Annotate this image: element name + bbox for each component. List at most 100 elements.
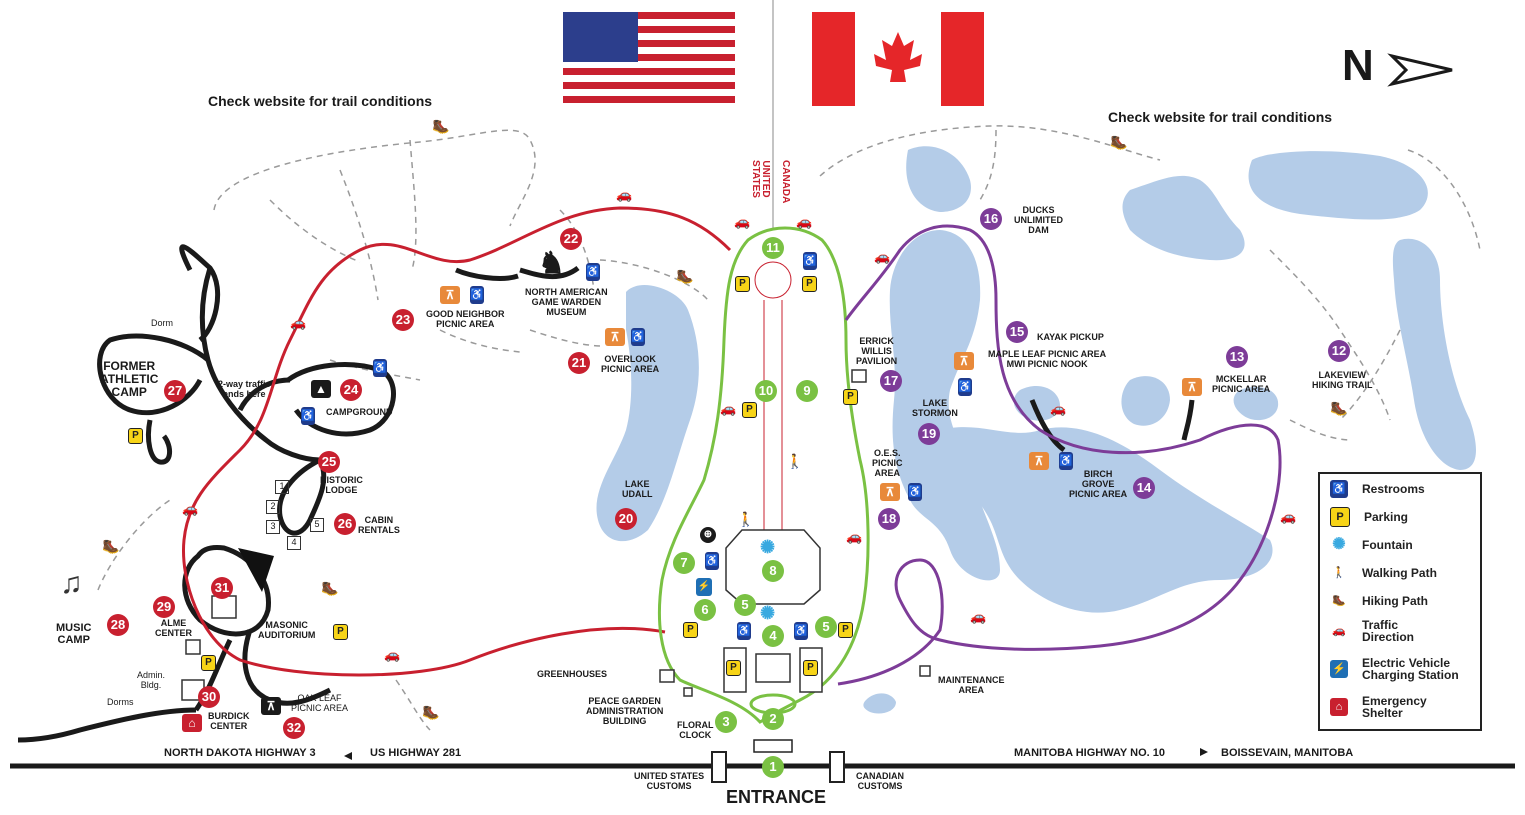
label-ducks: DUCKS UNLIMITED DAM: [1014, 205, 1063, 235]
label-game-warden: NORTH AMERICAN GAME WARDEN MUSEUM: [525, 287, 608, 317]
green-route: [657, 226, 870, 724]
label-music-camp: MUSIC CAMP: [56, 622, 92, 646]
label-greenhouses: GREENHOUSES: [537, 669, 608, 679]
shelter-icon: ⌂: [182, 714, 202, 732]
hiking-trails: [97, 125, 1481, 731]
legend-emergency-shelter: ⌂ Emergency Shelter: [1330, 694, 1427, 720]
restroom-icon: ♿: [737, 622, 751, 640]
pin-30[interactable]: 30: [198, 686, 220, 708]
pin-23[interactable]: 23: [392, 309, 414, 331]
label-masonic: MASONIC AUDITORIUM: [258, 620, 316, 640]
pin-3[interactable]: 3: [715, 711, 737, 733]
parking-icon: P: [683, 622, 698, 638]
car-icon: 🚗: [970, 609, 987, 624]
pin-5a[interactable]: 5: [734, 594, 756, 616]
music-notes-icon: ♫: [60, 567, 83, 600]
pin-4[interactable]: 4: [762, 625, 784, 647]
restroom-icon: ♿: [631, 328, 645, 346]
lake-udall: [596, 285, 699, 542]
cabin-2: 2: [266, 500, 280, 514]
pin-20[interactable]: 20: [615, 508, 637, 530]
car-icon: 🚗: [290, 315, 307, 330]
legend-hiking-path: 🥾 Hiking Path: [1330, 588, 1428, 614]
parking-icon: P: [333, 624, 348, 640]
purple-route: [837, 224, 1282, 686]
pin-32[interactable]: 32: [283, 717, 305, 739]
label-admin-bldg: Admin. Bldg.: [137, 670, 166, 690]
picnic-icon: ⊼: [1029, 452, 1049, 470]
pin-18[interactable]: 18: [878, 508, 900, 530]
label-maintenance: MAINTENANCE AREA: [938, 675, 1005, 695]
parking-icon: P: [128, 428, 143, 444]
pin-5b[interactable]: 5: [815, 616, 837, 638]
hiking-path-icon: 🥾: [1110, 134, 1128, 150]
pin-9[interactable]: 9: [796, 380, 818, 402]
legend-walking-path: 🚶 Walking Path: [1330, 560, 1437, 586]
pin-2[interactable]: 2: [762, 708, 784, 730]
fountain-icon: ✺: [1332, 536, 1346, 553]
walking-path-icon: 🚶: [737, 511, 755, 527]
car-icon: 🚗: [846, 529, 863, 544]
restroom-icon: ♿: [958, 378, 972, 396]
lake-small-1: [1121, 376, 1170, 426]
pin-26[interactable]: 26: [334, 513, 356, 535]
label-burdick: BURDICK CENTER: [208, 711, 250, 731]
pin-6[interactable]: 6: [694, 599, 716, 621]
pin-7[interactable]: 7: [673, 552, 695, 574]
cabin-4: 4: [287, 536, 301, 550]
pin-21[interactable]: 21: [568, 352, 590, 374]
label-cabin-rentals: CABIN RENTALS: [358, 515, 400, 535]
us-border-label: UNITED STATES: [750, 160, 771, 198]
shelter-icon: ⌂: [1330, 698, 1348, 716]
north-arrow: [1387, 53, 1453, 87]
label-oak-leaf: OAK LEAF PICNIC AREA: [291, 693, 349, 713]
pin-11[interactable]: 11: [762, 237, 784, 259]
label-lakeview: LAKEVIEW HIKING TRAIL: [1312, 370, 1373, 390]
pin-25[interactable]: 25: [318, 451, 340, 473]
pin-10[interactable]: 10: [755, 380, 777, 402]
pin-28[interactable]: 28: [107, 614, 129, 636]
pin-16[interactable]: 16: [980, 208, 1002, 230]
hiking-path-icon: 🥾: [102, 538, 120, 554]
trail-note-right: Check website for trail conditions: [1108, 109, 1333, 125]
lake-small-2: [1013, 385, 1060, 421]
pin-31[interactable]: 31: [211, 577, 233, 599]
pin-19[interactable]: 19: [918, 423, 940, 445]
legend-ev-charging: ⚡ Electric Vehicle Charging Station: [1330, 656, 1459, 682]
ev-charging-icon: ⚡: [696, 578, 712, 596]
label-kayak: KAYAK PICKUP: [1037, 332, 1104, 342]
label-entrance: ENTRANCE: [726, 787, 827, 807]
trail-note-left: Check website for trail conditions: [208, 93, 433, 109]
label-two-way: 2-way traffic ends here: [218, 379, 271, 399]
legend-traffic-direction: 🚗 Traffic Direction: [1330, 618, 1414, 644]
label-peace-garden-admin: PEACE GARDEN ADMINISTRATION BUILDING: [586, 696, 664, 726]
label-campground: CAMPGROUND: [326, 407, 393, 417]
pin-27[interactable]: 27: [164, 380, 186, 402]
hiking-path-icon: 🥾: [1332, 595, 1346, 607]
picnic-icon: ⊼: [261, 697, 281, 715]
pin-8[interactable]: 8: [762, 560, 784, 582]
pin-24[interactable]: 24: [340, 379, 362, 401]
legend-restrooms: ♿ Restrooms: [1330, 476, 1425, 502]
pin-22[interactable]: 22: [560, 228, 582, 250]
label-good-neighbor: GOOD NEIGHBOR PICNIC AREA: [426, 309, 505, 329]
pin-29[interactable]: 29: [153, 596, 175, 618]
pin-12[interactable]: 12: [1328, 340, 1350, 362]
legend-parking: P Parking: [1330, 504, 1408, 530]
pin-15[interactable]: 15: [1006, 321, 1028, 343]
parking-icon: P: [1330, 507, 1350, 527]
label-overlook: OVERLOOK PICNIC AREA: [601, 354, 660, 374]
lake-stormon-east: [940, 427, 1273, 613]
label-dorms: Dorms: [107, 697, 134, 707]
pin-13[interactable]: 13: [1226, 346, 1248, 368]
car-icon: 🚗: [1050, 401, 1067, 416]
restroom-icon: ♿: [1059, 452, 1073, 470]
pin-17[interactable]: 17: [880, 370, 902, 392]
hiking-path-icon: 🥾: [1330, 400, 1348, 416]
lake-maint: [863, 693, 896, 714]
parking-icon: P: [803, 660, 818, 676]
pin-14[interactable]: 14: [1133, 477, 1155, 499]
picnic-icon: ⊼: [605, 328, 625, 346]
pin-1[interactable]: 1: [762, 756, 784, 778]
